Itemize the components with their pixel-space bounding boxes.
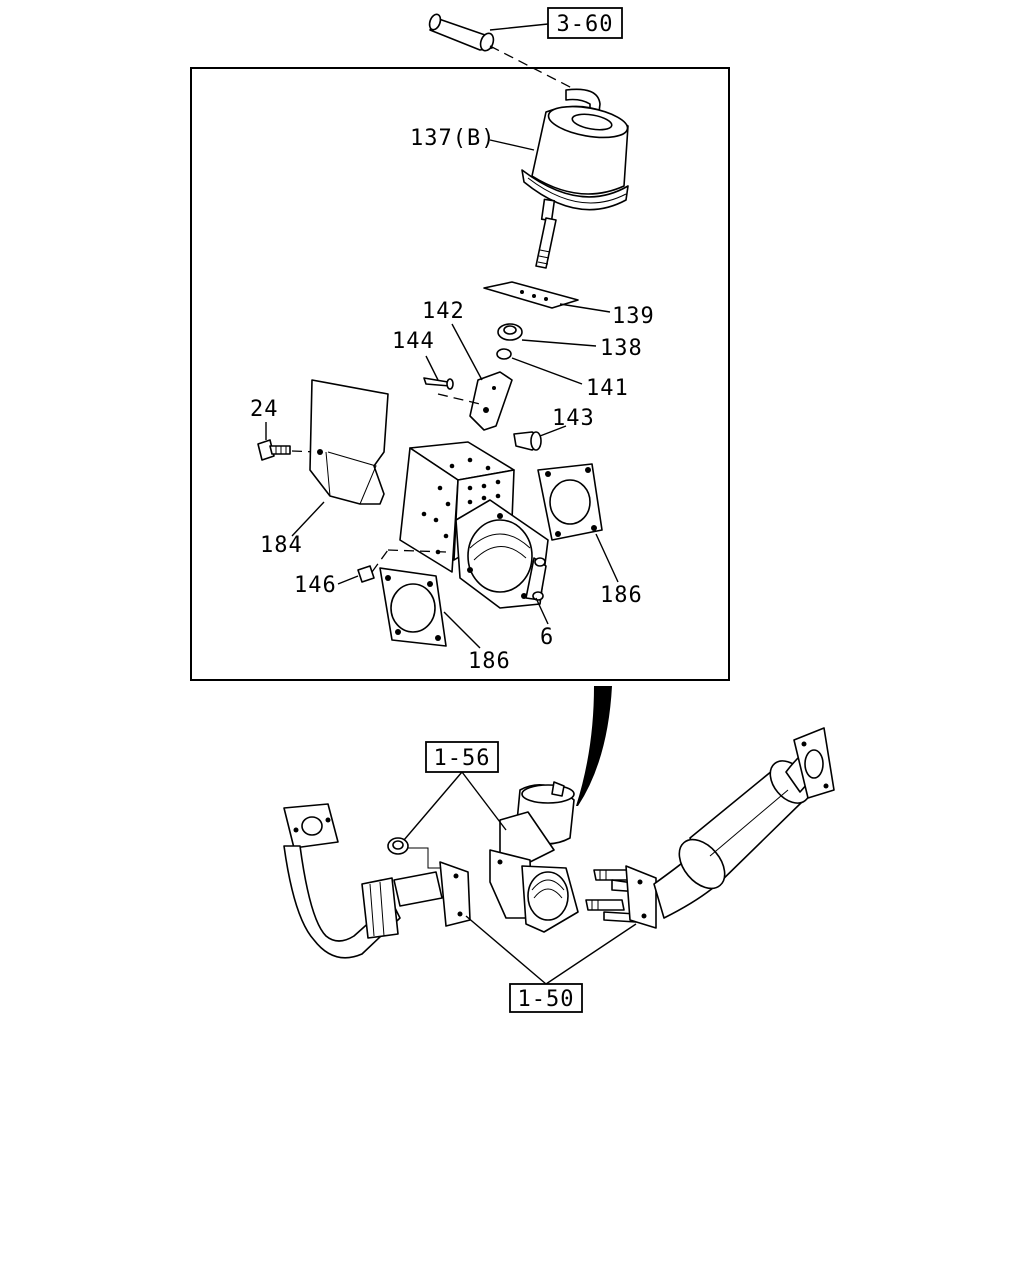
- callout-144: 144: [392, 329, 435, 354]
- callout-143: 143: [552, 406, 595, 431]
- mounting-nut-part: [387, 837, 440, 869]
- hose-part: [428, 13, 573, 89]
- bolt-24-part: [257, 439, 319, 461]
- nut-146-part: [357, 549, 447, 583]
- front-exhaust-pipe-part: [283, 803, 471, 959]
- stud-part: [525, 557, 547, 601]
- reference-box-exhaust-brake[interactable]: 1-56: [425, 741, 499, 773]
- callout-24: 24: [250, 397, 279, 422]
- callout-6: 6: [540, 625, 554, 650]
- pin-143-part: [513, 431, 542, 451]
- gasket-left-part: [379, 567, 447, 647]
- callout-137: 137(B): [410, 126, 495, 151]
- callout-142: 142: [422, 299, 465, 324]
- detail-frame: [190, 67, 730, 681]
- reference-label-exhaust-pipe: 1-50: [518, 987, 575, 1012]
- callout-139: 139: [612, 304, 655, 329]
- nut-138-part: [497, 323, 523, 341]
- reference-box-hose[interactable]: 3-60: [547, 7, 623, 39]
- callout-184: 184: [260, 533, 303, 558]
- detail-pointer: [576, 686, 612, 806]
- callout-146: 146: [294, 573, 337, 598]
- reference-box-exhaust-pipe[interactable]: 1-50: [509, 983, 583, 1013]
- vacuum-actuator-part: [521, 88, 629, 269]
- pin-part: [423, 377, 481, 405]
- valve-body-part: [399, 441, 549, 609]
- heat-shield-part: [309, 379, 389, 505]
- callout-186-left: 186: [468, 649, 511, 674]
- reference-label-exhaust-brake: 1-56: [434, 746, 491, 771]
- lever-part: [469, 371, 513, 431]
- rear-exhaust-pipe-part: [625, 727, 835, 929]
- callout-138: 138: [600, 336, 643, 361]
- actuator-plate-part: [483, 281, 579, 309]
- gasket-right-part: [537, 463, 603, 541]
- callout-141: 141: [586, 376, 629, 401]
- exhaust-brake-assembly-part: [489, 781, 579, 933]
- nut-141-part: [496, 348, 512, 360]
- reference-label-hose: 3-60: [557, 12, 614, 37]
- callout-186-right: 186: [600, 583, 643, 608]
